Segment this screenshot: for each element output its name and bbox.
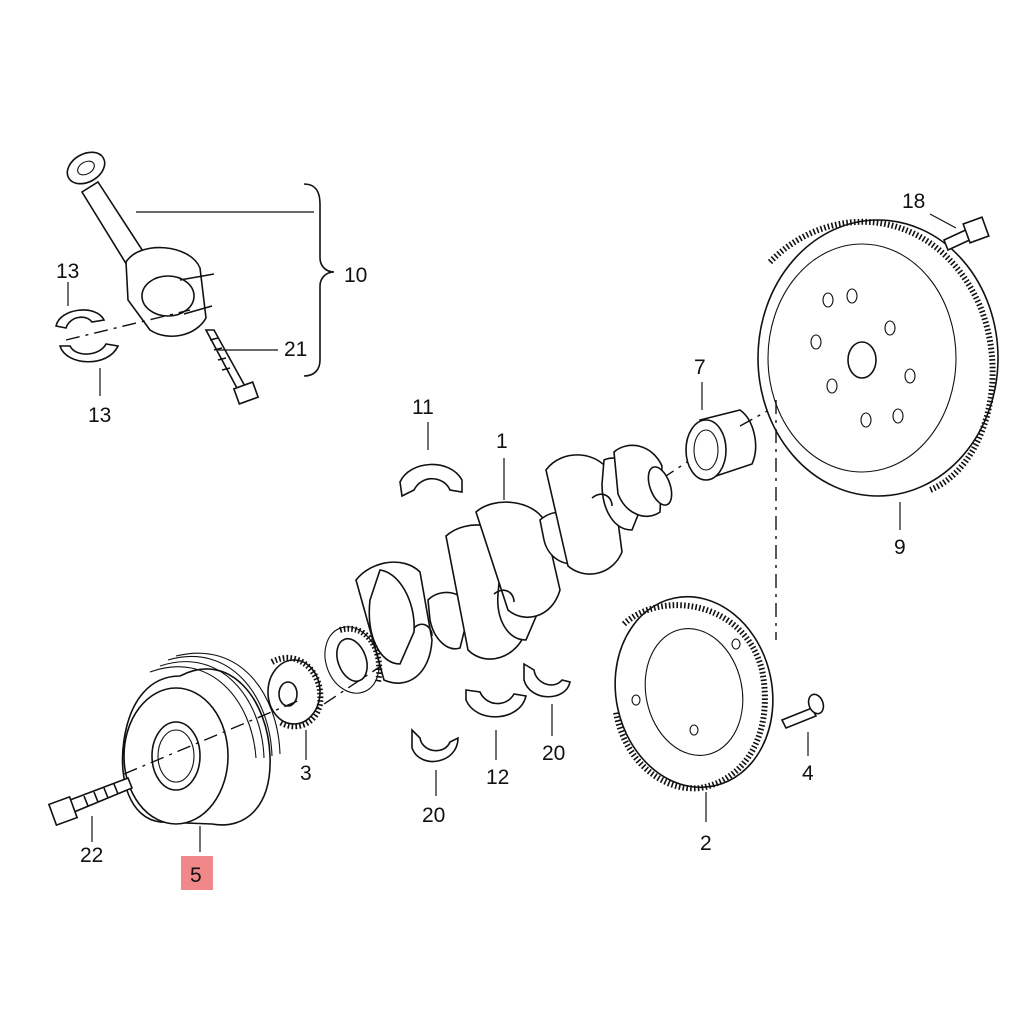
flywheel <box>757 218 999 497</box>
crank-sprocket <box>267 654 324 730</box>
connecting-rod <box>66 151 215 338</box>
vibration-damper-pulley <box>121 652 281 826</box>
label-18: 18 <box>902 190 925 213</box>
label-1: 1 <box>496 430 508 453</box>
label-22: 22 <box>80 844 103 867</box>
label-13-upper: 13 <box>56 260 79 283</box>
label-21: 21 <box>284 338 307 361</box>
main-bearing-shell-lower <box>465 689 527 718</box>
connecting-rod-bolt <box>204 329 260 405</box>
label-13-lower: 13 <box>88 404 111 427</box>
drive-plate-bolt <box>780 693 825 730</box>
label-5: 5 <box>190 864 202 887</box>
crankshaft <box>299 444 691 721</box>
label-7: 7 <box>694 356 706 379</box>
pilot-bearing <box>685 409 757 481</box>
label-12: 12 <box>486 766 509 789</box>
rod-bearing-shell-upper <box>55 309 106 329</box>
pulley-bolt <box>47 776 134 827</box>
label-2: 2 <box>700 832 712 855</box>
label-20-left: 20 <box>422 804 445 827</box>
flywheel-bolt <box>942 216 990 252</box>
label-20-right: 20 <box>542 742 565 765</box>
label-3: 3 <box>300 762 312 785</box>
thrust-washer-upper <box>523 662 571 698</box>
rod-bearing-shell-lower <box>58 343 120 363</box>
label-10: 10 <box>344 264 367 287</box>
label-11: 11 <box>412 396 434 419</box>
highlight-box <box>181 856 213 890</box>
label-9: 9 <box>894 536 906 559</box>
main-bearing-shell-upper <box>399 463 463 498</box>
label-4: 4 <box>802 762 814 785</box>
flywheel-bolt-holes <box>810 288 916 428</box>
drive-plate-ring-gear <box>613 595 774 792</box>
thrust-washer-lower <box>411 728 459 763</box>
